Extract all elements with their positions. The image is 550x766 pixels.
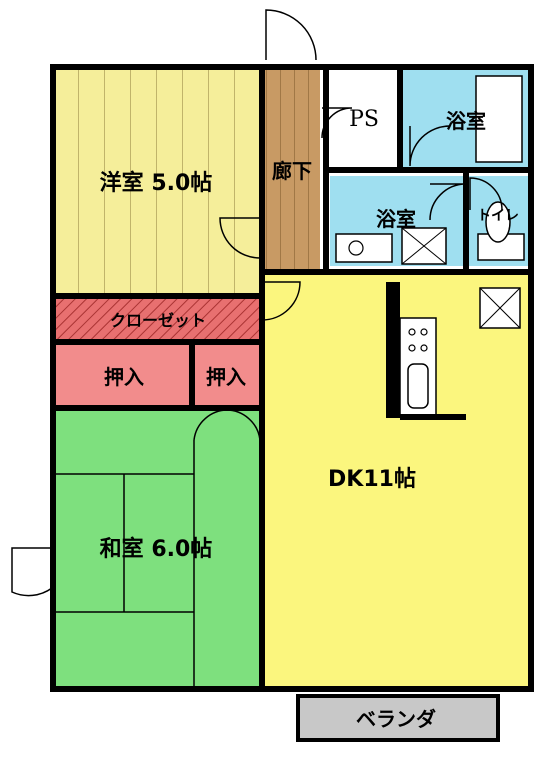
closet-top (56, 298, 260, 340)
japanese-room (56, 410, 260, 686)
toilet-icon (477, 201, 525, 261)
vent-fan-icon (479, 287, 521, 329)
closet-top-label: クローゼット (110, 311, 206, 330)
laundry-pan (401, 227, 447, 265)
japanese-room-label: 和室 6.0帖 (100, 536, 213, 562)
western-room (56, 70, 260, 296)
hallway (262, 70, 320, 270)
washbasin (335, 233, 393, 263)
bath-lower-label: 浴室 (376, 207, 416, 231)
bath-upper-label: 浴室 (446, 109, 486, 133)
oshiire-left (56, 344, 192, 408)
toilet-label: トイレ (477, 208, 519, 224)
oshiire-right-label: 押入 (206, 365, 246, 389)
dk-label: DK11帖 (328, 467, 416, 492)
western-room-label: 洋室 5.0帖 (100, 170, 213, 196)
veranda (298, 696, 498, 740)
sink (407, 363, 429, 409)
veranda-rail (296, 694, 500, 742)
tatami-lines (56, 440, 195, 686)
ps-label: PS (349, 107, 379, 132)
oshiire-right (194, 344, 260, 408)
bathtub (475, 75, 523, 163)
kitchen-wall (386, 282, 400, 418)
walls (50, 64, 534, 692)
veranda-label: ベランダ (356, 707, 436, 731)
oshiire-left-label: 押入 (104, 365, 144, 389)
hallway-label: 廊下 (272, 159, 312, 183)
ps-space (330, 70, 400, 166)
